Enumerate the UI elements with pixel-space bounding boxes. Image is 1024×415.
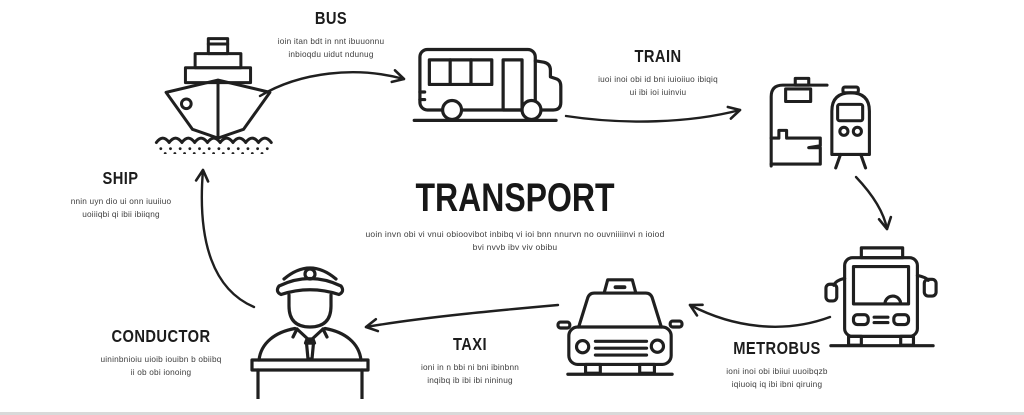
arrow-taxi-to-conductor [364,303,560,333]
bus-icon [412,40,564,127]
bus-label: BUS [314,8,348,28]
taxi-icon [556,266,684,389]
conductor-caption: uininbnioiu uioib iouibn b obiibq ii ob … [100,354,222,377]
bus-caption: ioin itan bdt in nnt ibuuonnu inbioqdu u… [277,36,385,59]
train-label: TRAIN [634,46,682,66]
node-metrobus: METROBUS ioni inoi obi ibiiui uuoibqzb i… [698,338,856,391]
arrow-train-to-metrobus [854,175,893,231]
node-bus: BUS ioin itan bdt in nnt ibuuonnu inbioq… [258,8,404,61]
diagram-description: uoin invn obi vi vnui obioovibot inbibq … [365,229,665,252]
node-conductor: CONDUCTOR uininbnioiu uioib iouibn b obi… [76,326,246,379]
taxi-label: TAXI [452,334,488,354]
ship-label: SHIP [102,168,139,188]
ship-icon [152,36,284,154]
conductor-icon [238,254,378,399]
ship-caption: nnin uyn dio ui onn iuuiiuo uoiiiqbi qi … [70,196,171,219]
page-title: TRANSPORT [415,176,615,220]
arrow-bus-to-train [564,105,742,123]
diagram-header: TRANSPORT uoin invn obi vi vnui obioovib… [362,178,668,254]
metrobus-icon [823,234,941,364]
page-bottom-edge [0,412,1024,415]
node-train: TRAIN iuoi inoi obi id bni iuioiiuo ibiq… [584,46,732,99]
arrow-metrobus-to-taxi [688,303,832,328]
node-taxi: TAXI ioni in n bbi ni bni ibinbnn inqibq… [400,334,540,387]
metrobus-caption: ioni inoi obi ibiiui uuoibqzb iqiuoiq iq… [726,366,828,389]
taxi-caption: ioni in n bbi ni bni ibinbnn inqibq ib i… [420,362,520,385]
metrobus-label: METROBUS [733,338,821,358]
conductor-label: CONDUCTOR [111,326,211,346]
train-caption: iuoi inoi obi id bni iuioiiuo ibiqiq ui … [598,74,718,97]
train-station-icon [750,58,880,170]
node-ship: SHIP nnin uyn dio ui onn iuuiiuo uoiiiqb… [48,168,193,221]
